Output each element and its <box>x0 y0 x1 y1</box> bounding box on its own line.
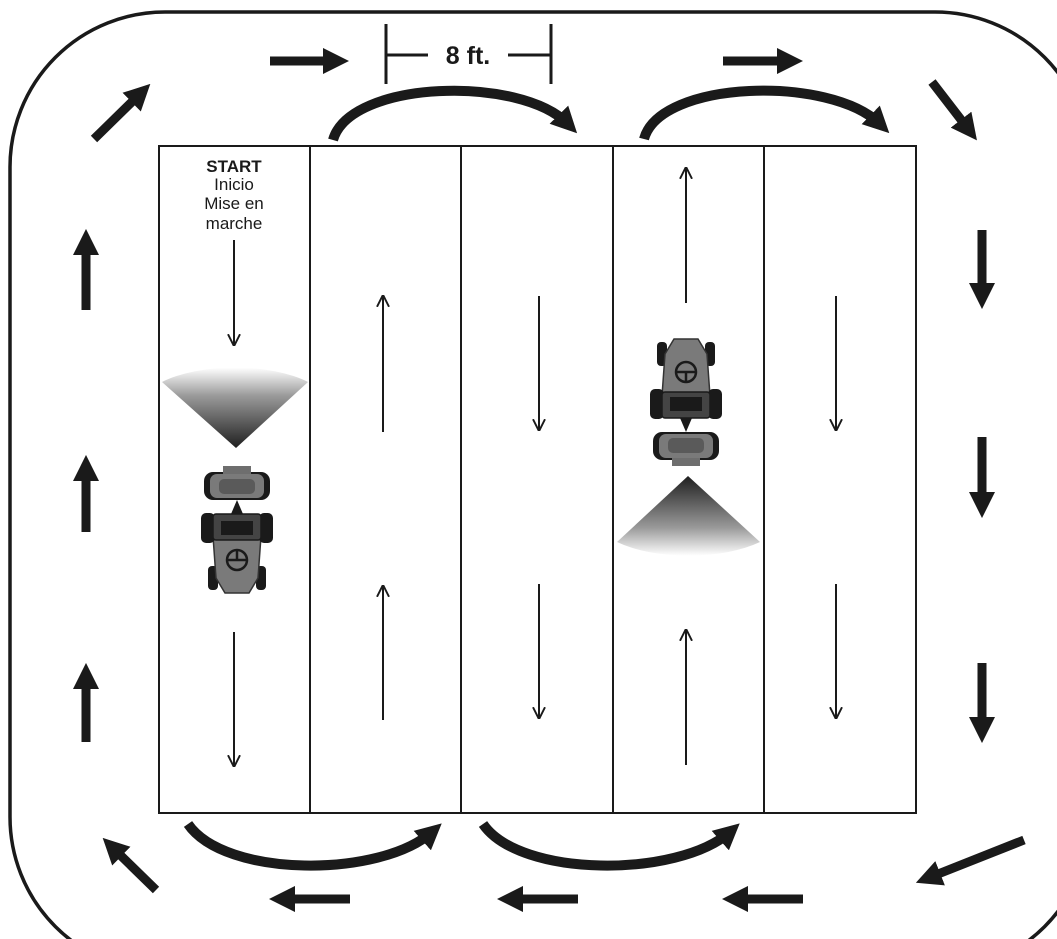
start-label-es: Inicio <box>214 175 254 194</box>
u-turn-arrow-icon <box>183 820 442 871</box>
lane-arrows <box>234 168 836 766</box>
lawn-area <box>158 145 917 814</box>
lawn-tractor-icon <box>199 464 275 595</box>
start-label-fr-1: Mise en <box>204 194 264 213</box>
width-dimension: 8 ft. <box>384 24 553 84</box>
bold-arrow-icon <box>915 835 1026 886</box>
u-turn-arrow-icon <box>639 85 890 141</box>
perimeter-arrows <box>72 47 1026 913</box>
start-label-en: START <box>206 157 262 176</box>
yard-boundary <box>8 10 1057 939</box>
start-label-fr-2: marche <box>206 214 263 233</box>
grass-discharge-fan <box>617 476 760 556</box>
u-turn-arrow-icon <box>328 85 578 142</box>
start-label: START Inicio Mise en marche <box>204 157 264 233</box>
lawn-strips <box>158 145 917 814</box>
lawn-tractor-icon <box>648 337 724 468</box>
width-label: 8 ft. <box>446 42 490 70</box>
u-turn-arrow-icon <box>478 820 740 871</box>
grass-discharge-fan <box>162 367 308 448</box>
bold-arrow-icon <box>928 79 977 141</box>
bold-arrow-icon <box>102 837 160 894</box>
bold-arrow-icon <box>90 83 151 143</box>
turn-arrows <box>183 85 890 871</box>
